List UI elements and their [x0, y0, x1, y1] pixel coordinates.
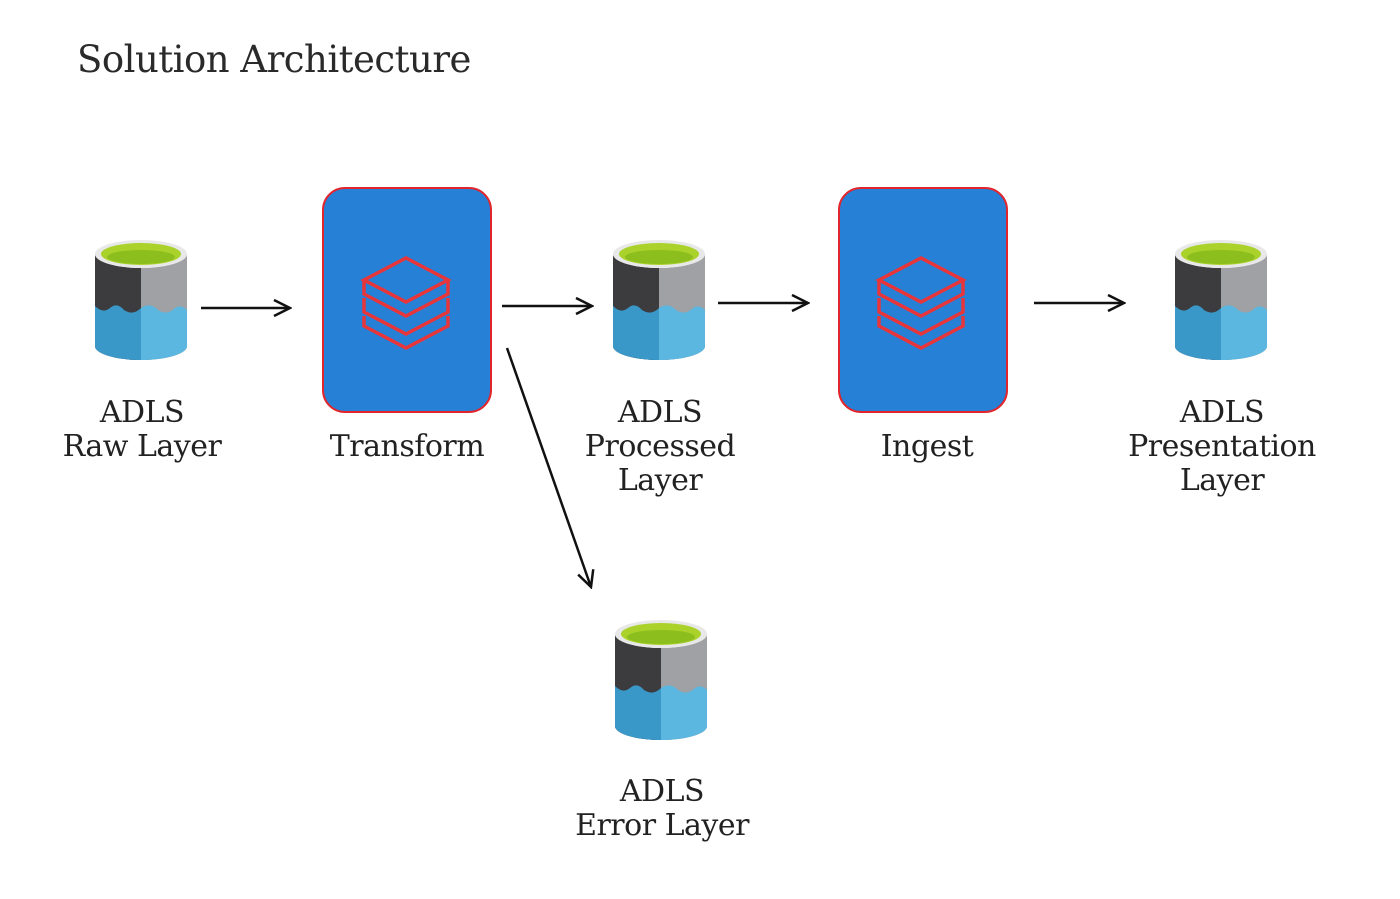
adls-presentation-storage-icon	[1175, 240, 1267, 360]
arrow-transform-to-error	[505, 347, 591, 587]
label-line: Error Layer	[575, 808, 749, 843]
adls-processed-storage-icon	[613, 240, 705, 360]
node-label-raw: ADLS Raw Layer	[42, 396, 242, 464]
label-line: ADLS	[99, 395, 185, 430]
adls-error-storage-icon	[615, 620, 707, 740]
adls-raw-storage-icon	[95, 240, 187, 360]
label-line: Raw Layer	[62, 429, 222, 464]
label-line: Presentation	[1128, 429, 1316, 464]
transform-box	[322, 187, 492, 413]
node-label-presentation: ADLS Presentation Layer	[1112, 396, 1332, 498]
node-label-transform: Transform	[307, 430, 507, 464]
node-label-ingest: Ingest	[827, 430, 1027, 464]
label-line: ADLS	[1179, 395, 1265, 430]
label-line: Layer	[617, 463, 703, 498]
node-label-processed: ADLS Processed Layer	[560, 396, 760, 498]
label-line: ADLS	[617, 395, 703, 430]
page-title: Solution Architecture	[77, 38, 471, 81]
label-line: Transform	[329, 429, 485, 464]
ingest-box	[838, 187, 1008, 413]
label-line: ADLS	[619, 774, 705, 809]
label-line: Layer	[1179, 463, 1265, 498]
label-line: Ingest	[880, 429, 974, 464]
node-label-error: ADLS Error Layer	[552, 775, 772, 843]
label-line: Processed	[584, 429, 736, 464]
